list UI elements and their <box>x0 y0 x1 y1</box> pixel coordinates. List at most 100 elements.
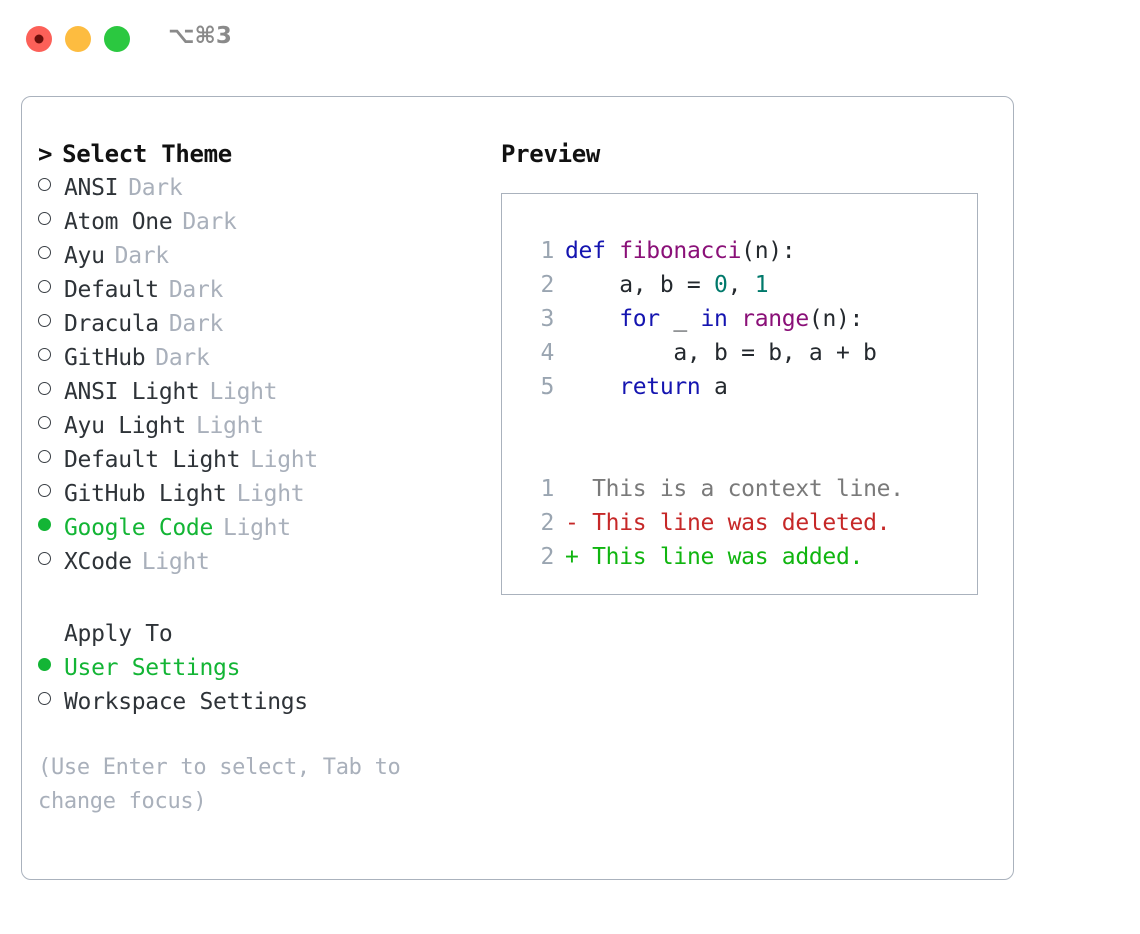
radio-icon[interactable] <box>38 692 51 705</box>
diff-line-deleted: 2 - This line was deleted. <box>502 506 977 540</box>
theme-option-ayu-light[interactable]: Ayu Light Light <box>38 409 488 443</box>
token-function: range <box>741 306 809 332</box>
radio-icon[interactable] <box>38 212 51 225</box>
theme-option-label: Google Code <box>64 515 214 541</box>
theme-option-tag: Light <box>236 481 305 507</box>
radio-icon[interactable] <box>38 484 51 497</box>
theme-option-label: GitHub <box>64 345 146 371</box>
token-plain: (n): <box>741 238 796 264</box>
line-number: 5 <box>540 374 554 400</box>
token-plain: a, b = b, a + b <box>565 340 877 366</box>
minimize-button[interactable] <box>65 26 91 52</box>
token-plain: a, b = <box>565 272 715 298</box>
theme-option-tag: Dark <box>168 277 224 303</box>
theme-option-tag: Dark <box>128 175 183 201</box>
theme-option-label: GitHub Light <box>64 481 227 507</box>
theme-option-atom-one[interactable]: Atom One Dark <box>38 205 488 239</box>
keyboard-shortcut-label: ⌥⌘3 <box>168 23 232 49</box>
token-keyword: def <box>565 238 620 264</box>
window-controls <box>26 26 130 52</box>
section-spacer <box>38 579 488 617</box>
line-number: 2 <box>540 544 554 570</box>
token-number: 0 <box>714 272 728 298</box>
token-keyword: return <box>565 374 701 400</box>
theme-option-ayu[interactable]: Ayu Dark <box>38 239 488 273</box>
theme-picker: >Select Theme ANSI Dark Atom One Dark Ay… <box>38 137 488 819</box>
theme-option-ansi[interactable]: ANSI Dark <box>38 171 488 205</box>
theme-option-tag: Light <box>141 549 210 575</box>
apply-to-option-label: Workspace Settings <box>64 689 308 715</box>
theme-option-dracula[interactable]: Dracula Dark <box>38 307 488 341</box>
theme-option-label: Default Light <box>64 447 241 473</box>
line-number: 1 <box>540 476 554 502</box>
line-number: 2 <box>540 510 554 536</box>
line-number: 4 <box>540 340 554 366</box>
token-number: 1 <box>754 272 769 298</box>
code-content: a, b = b, a + b <box>565 336 877 370</box>
diff-line-added: 2 + This line was added. <box>502 540 977 574</box>
theme-picker-title: Select Theme <box>62 140 232 168</box>
line-number: 3 <box>540 306 554 332</box>
theme-option-tag: Light <box>209 379 278 405</box>
theme-option-ansi-light[interactable]: ANSI Light Light <box>38 375 488 409</box>
theme-picker-header: >Select Theme <box>38 137 488 171</box>
radio-selected-icon[interactable] <box>38 518 51 531</box>
code-content: for _ in range(n): <box>565 302 863 336</box>
theme-option-default-light[interactable]: Default Light Light <box>38 443 488 477</box>
apply-to-option-label: User Settings <box>64 655 241 681</box>
keyboard-hint: (Use Enter to select, Tab to change focu… <box>38 755 401 814</box>
diff-line-context: 1 This is a context line. <box>502 472 977 506</box>
theme-option-label: XCode <box>64 549 132 575</box>
radio-icon[interactable] <box>38 178 51 191</box>
token-plain: , <box>727 272 755 298</box>
diff-text <box>579 540 593 574</box>
theme-option-default[interactable]: Default Dark <box>38 273 488 307</box>
token-function: fibonacci <box>619 238 742 264</box>
line-number: 2 <box>540 272 554 298</box>
radio-icon[interactable] <box>38 416 51 429</box>
radio-icon[interactable] <box>38 450 51 463</box>
diff-content: This line was deleted. <box>592 510 891 536</box>
theme-option-github-light[interactable]: GitHub Light Light <box>38 477 488 511</box>
radio-icon[interactable] <box>38 314 51 327</box>
diff-marker: - <box>565 510 579 536</box>
diff-text <box>579 472 593 506</box>
theme-option-tag: Dark <box>155 345 210 371</box>
radio-selected-icon[interactable] <box>38 658 51 671</box>
theme-option-label: Ayu Light <box>64 413 186 439</box>
radio-icon[interactable] <box>38 552 51 565</box>
close-button[interactable] <box>26 26 52 52</box>
theme-option-label: Atom One <box>64 209 173 235</box>
code-preview-box: 1 def fibonacci(n): 2 a, b = 0, 1 3 for … <box>501 193 978 595</box>
theme-option-github[interactable]: GitHub Dark <box>38 341 488 375</box>
maximize-button[interactable] <box>104 26 130 52</box>
theme-option-label: Ayu <box>64 243 105 269</box>
code-blank-line <box>502 404 977 438</box>
radio-icon[interactable] <box>38 246 51 259</box>
theme-option-label: Dracula <box>64 311 159 337</box>
diff-content: This is a context line. <box>592 476 904 502</box>
code-content: a, b = 0, 1 <box>565 268 768 302</box>
code-content: return a <box>565 370 728 404</box>
preview-pane: Preview 1 def fibonacci(n): 2 a, b = 0, … <box>501 137 991 595</box>
theme-option-xcode[interactable]: XCode Light <box>38 545 488 579</box>
theme-option-tag: Light <box>250 447 318 473</box>
code-blank-line <box>502 438 977 472</box>
apply-to-option-user-settings[interactable]: User Settings <box>38 651 488 685</box>
theme-option-tag: Dark <box>114 243 170 269</box>
radio-icon[interactable] <box>38 280 51 293</box>
apply-to-option-workspace-settings[interactable]: Workspace Settings <box>38 685 488 719</box>
apply-to-header: Apply To <box>64 621 173 647</box>
diff-text <box>579 506 593 540</box>
code-line: 3 for _ in range(n): <box>502 302 977 336</box>
token-plain: (n): <box>808 306 864 332</box>
line-number: 1 <box>540 238 554 264</box>
theme-option-label: ANSI <box>64 175 119 201</box>
preview-title: Preview <box>501 140 601 168</box>
radio-icon[interactable] <box>38 348 51 361</box>
code-content: def fibonacci(n): <box>565 234 796 268</box>
theme-option-tag: Dark <box>168 311 224 337</box>
radio-icon[interactable] <box>38 382 51 395</box>
theme-option-google-code[interactable]: Google Code Light <box>38 511 488 545</box>
code-line: 5 return a <box>502 370 977 404</box>
